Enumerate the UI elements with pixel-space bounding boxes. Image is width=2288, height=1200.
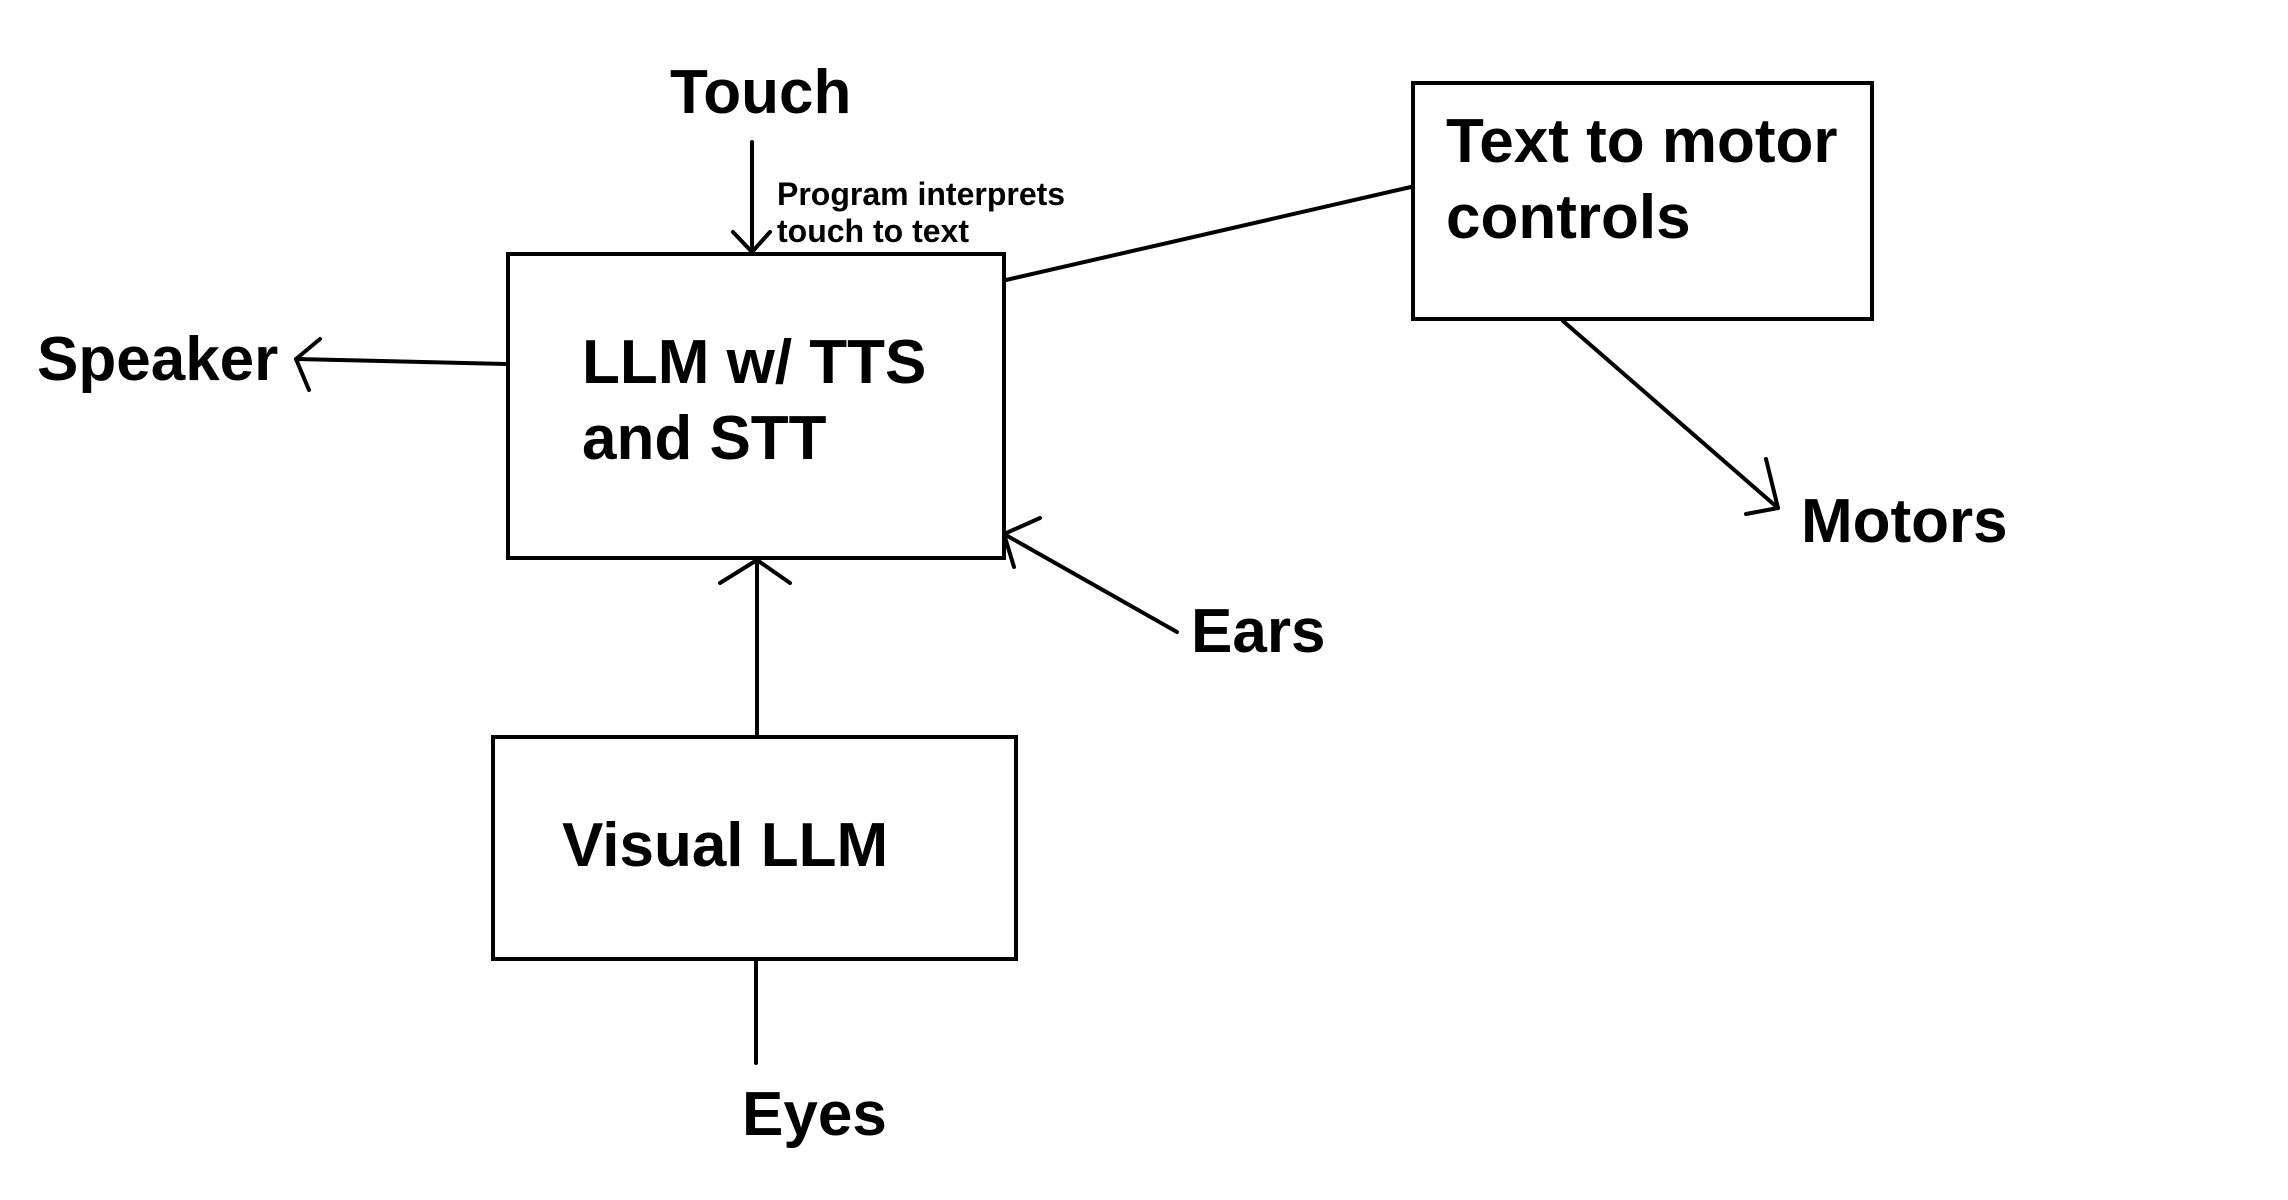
ears-arrowhead (1002, 516, 1042, 569)
llm-box (506, 252, 1006, 560)
llm-to-motor-controls-line (1004, 185, 1413, 282)
touch-note-line2: touch to text (777, 213, 969, 249)
visual-llm-label: Visual LLM (562, 811, 888, 880)
motor-controls-to-motors-arrow-shaft (1561, 319, 1780, 510)
ears-arrow-shaft (1002, 532, 1179, 634)
motors-label: Motors (1801, 487, 2008, 556)
eyes-label: Eyes (742, 1080, 887, 1149)
text-to-motor-box (1411, 81, 1874, 321)
touch-arrowhead (731, 230, 772, 254)
speaker-arrow-shaft (294, 357, 508, 366)
ears-label: Ears (1191, 597, 1325, 666)
llm-label-line2: and STT (582, 404, 827, 473)
llm-label-line1: LLM w/ TTS (582, 328, 926, 397)
text-to-motor-label-line2: controls (1446, 183, 1691, 252)
speaker-arrowhead (294, 337, 322, 392)
speaker-label: Speaker (37, 325, 278, 394)
motors-arrowhead (1744, 457, 1780, 516)
visual-llm-box (491, 735, 1018, 961)
touch-note-line1: Program interprets (777, 176, 1065, 212)
visual-to-llm-arrowhead (718, 558, 792, 585)
text-to-motor-label-line1: Text to motor (1446, 107, 1838, 176)
touch-label: Touch (670, 58, 851, 127)
